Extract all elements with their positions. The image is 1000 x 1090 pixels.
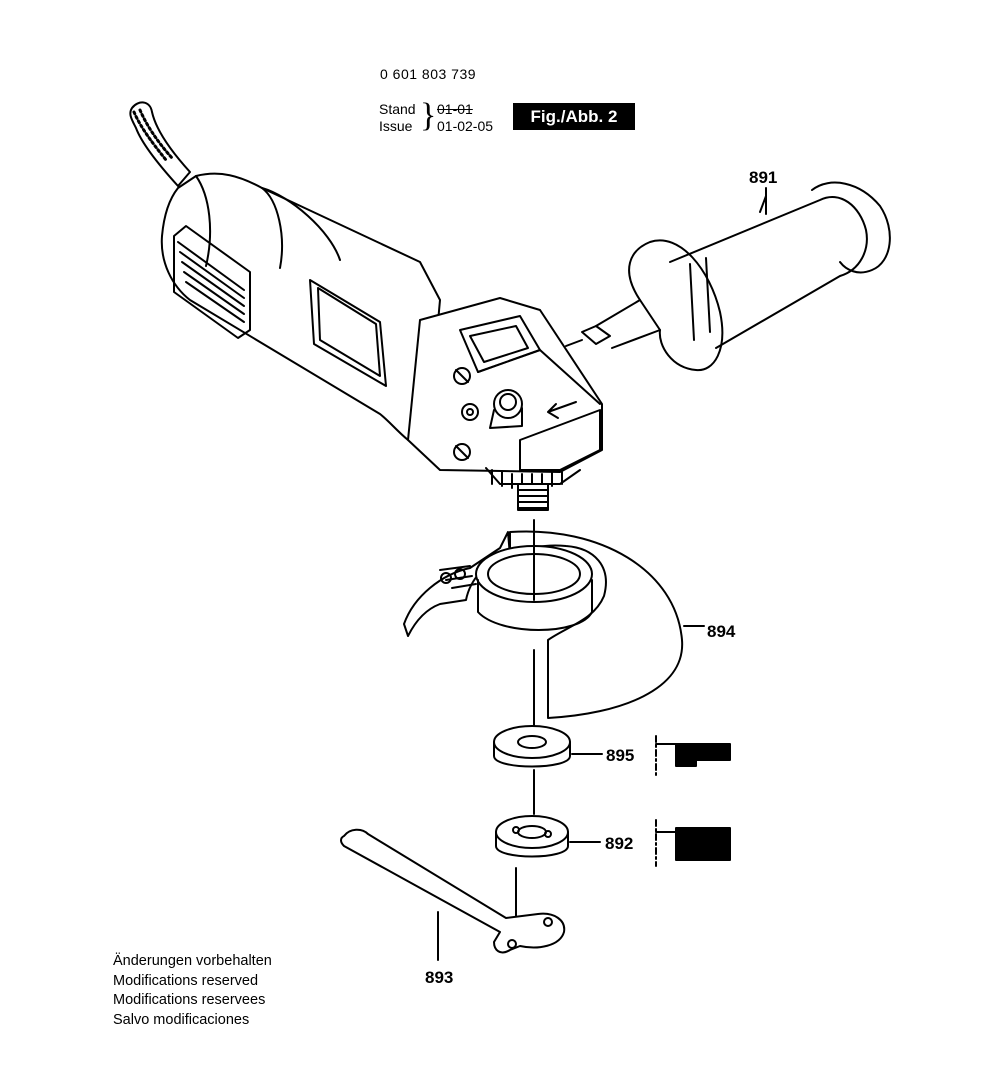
stand-label: Stand: [379, 101, 416, 117]
callout-895: 895: [606, 746, 635, 765]
wheel-guard-icon: [403, 530, 684, 719]
callout-893: 893: [425, 968, 454, 987]
callout-891: 891: [749, 168, 778, 187]
callout-892: 892: [605, 834, 634, 853]
spanner-icon: [340, 828, 566, 954]
stand-value: 01-01: [437, 101, 473, 117]
note-en: Modifications reserved: [113, 972, 259, 989]
grinder-icon: [160, 172, 603, 511]
flange-profile-icon: [655, 735, 731, 777]
nut-profile-icon: [655, 819, 731, 867]
part-number: 0 601 803 739: [380, 66, 477, 82]
clamping-nut-icon: [495, 815, 569, 858]
note-fr: Modifications reservees: [113, 992, 266, 1008]
brace-glyph: }: [420, 97, 437, 134]
issue-label: Issue: [379, 118, 413, 134]
note-de: Änderungen vorbehalten: [113, 953, 272, 969]
figure-tag: Fig./Abb. 2: [513, 103, 635, 130]
side-handle-icon: [581, 181, 891, 372]
note-es: Salvo modificaciones: [113, 1011, 250, 1028]
flange-icon: [493, 725, 571, 768]
issue-value: 01-02-05: [437, 118, 494, 134]
handle-axis-line: [565, 339, 583, 347]
modification-notes: Änderungen vorbehalten Modifications res…: [113, 952, 272, 1030]
callout-894: 894: [707, 622, 736, 641]
power-cord-icon: [129, 101, 191, 187]
